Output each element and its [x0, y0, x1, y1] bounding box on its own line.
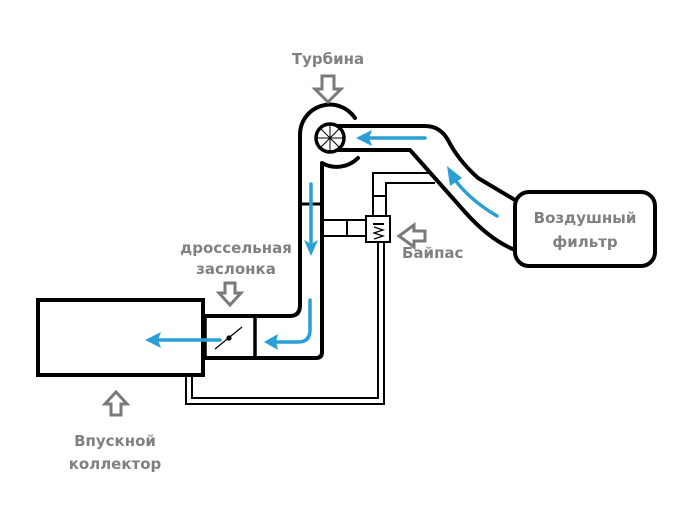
- flow-arrow-down-to-throttle: [264, 298, 312, 350]
- flow-arrow-filter-to-turbine-lower: [447, 166, 499, 218]
- bypass-valve-icon: [365, 215, 391, 243]
- intake-manifold-box: [36, 298, 205, 377]
- turbine-housing-inner: [320, 156, 360, 192]
- intake-manifold-pointer-arrow-icon: [101, 389, 131, 417]
- flow-arrow-into-manifold: [145, 332, 222, 348]
- throttle-label-line2: заслонка: [196, 260, 276, 278]
- turbine-pointer-arrow-icon: [311, 74, 345, 105]
- throttle-valve-icon: [214, 326, 243, 350]
- intake-pipe-lower-wall: [336, 148, 517, 252]
- charge-pipe-outer-wall: [203, 188, 324, 360]
- turbine-housing-outer: [297, 102, 357, 192]
- throttle-label-line1: дроссельная: [180, 239, 292, 257]
- intake-manifold-label-line1: Впускной: [74, 432, 156, 450]
- intake-pipe-upper-wall: [336, 124, 517, 202]
- turbine-label: Турбина: [292, 50, 364, 68]
- throttle-pointer-arrow-icon: [215, 281, 245, 308]
- flow-arrow-down-upper: [304, 182, 318, 256]
- bypass-line: [185, 172, 435, 405]
- air-filter-label-line2: фильтр: [552, 233, 618, 251]
- bypass-label: Байпас: [402, 244, 463, 262]
- bypass-pointer-arrow-icon: [396, 222, 427, 250]
- air-filter-box: [513, 190, 657, 268]
- flow-arrow-into-turbine: [356, 130, 427, 146]
- air-filter-label-line1: Воздушный: [534, 209, 637, 227]
- intake-manifold-label-line2: коллектор: [69, 455, 162, 473]
- turbine-wheel-icon: [314, 122, 346, 154]
- charge-pipe-inner-wall: [203, 188, 302, 318]
